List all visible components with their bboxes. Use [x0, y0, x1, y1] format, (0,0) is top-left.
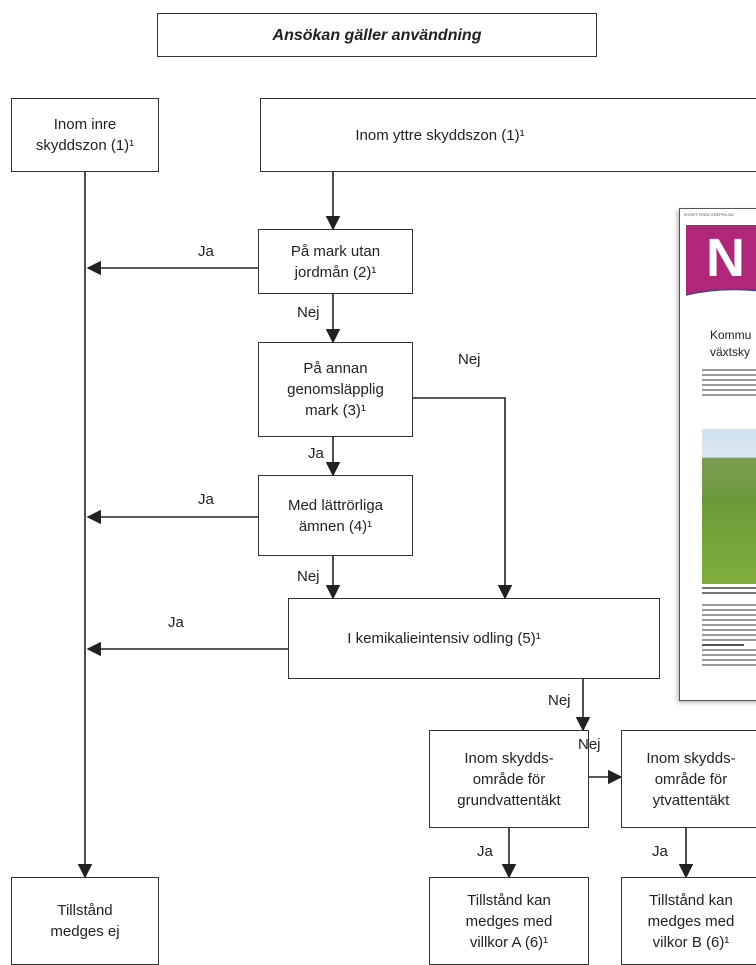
- newsletter-banner: N: [686, 225, 756, 299]
- label-soil-no: Nej: [297, 304, 320, 321]
- permit-b-box: Tillstånd kan medges med vilkor B (6)¹: [621, 877, 756, 965]
- permeable-box: På annan genomsläpplig mark (3)¹: [258, 342, 413, 437]
- groundwater-label: Inom skydds- område för grundvattentäkt: [457, 749, 561, 809]
- permit-a-label: Tillstånd kan medges med villkor A (6)¹: [465, 891, 553, 951]
- surfacewater-box: Inom skydds- område för ytvattentäkt: [621, 730, 756, 828]
- surfacewater-label: Inom skydds- område för ytvattentäkt: [646, 749, 736, 809]
- inner-zone-box: Inom inre skyddszon (1)¹: [11, 98, 159, 172]
- newsletter-kicker: NYHET FRÅN GREPPA.NU: [684, 212, 734, 217]
- soil-label: På mark utan jordmån (2)¹: [290, 242, 381, 281]
- label-mobile-yes: Ja: [198, 491, 214, 508]
- label-intensive-no: Nej: [548, 692, 571, 709]
- newsletter-logo: N: [706, 228, 745, 288]
- label-surfacewater-yes: Ja: [652, 843, 668, 860]
- permit-denied-box: Tillstånd medges ej: [11, 877, 159, 965]
- outer-zone-label: Inom yttre skyddszon (1)¹: [355, 126, 525, 144]
- newsletter-headline: Kommu växtsky: [710, 328, 752, 359]
- permeable-label: På annan genomsläpplig mark (3)¹: [287, 360, 384, 419]
- intensive-cultivation-label: I kemikalieintensiv odling (5)¹: [347, 630, 541, 647]
- intensive-cultivation-box: I kemikalieintensiv odling (5)¹: [288, 598, 660, 679]
- permit-a-box: Tillstånd kan medges med villkor A (6)¹: [429, 877, 589, 965]
- label-groundwater-yes: Ja: [477, 843, 493, 860]
- label-permeable-yes: Ja: [308, 445, 324, 462]
- label-intensive-yes: Ja: [168, 614, 184, 631]
- groundwater-box: Inom skydds- område för grundvattentäkt: [429, 730, 589, 828]
- field-photo: [702, 429, 756, 584]
- title-box: Ansökan gäller användning: [157, 13, 597, 57]
- newsletter-body-text: [702, 604, 756, 669]
- swoosh-icon: [686, 288, 756, 299]
- newsletter-intro-text: [702, 369, 756, 399]
- soil-box: På mark utan jordmån (2)¹: [258, 229, 413, 294]
- label-permeable-no: Nej: [458, 351, 481, 368]
- label-mobile-no: Nej: [297, 568, 320, 585]
- permit-b-label: Tillstånd kan medges med vilkor B (6)¹: [647, 891, 735, 951]
- outer-zone-box: Inom yttre skyddszon (1)¹: [260, 98, 756, 172]
- title-text: Ansökan gäller användning: [272, 26, 482, 44]
- photo-caption: [702, 587, 756, 597]
- label-groundwater-no: Nej: [578, 736, 601, 753]
- mobile-substances-box: Med lättrörliga ämnen (4)¹: [258, 475, 413, 556]
- arrow-permeable-no: [412, 397, 513, 600]
- mobile-substances-label: Med lättrörliga ämnen (4)¹: [287, 496, 384, 535]
- permit-denied-label: Tillstånd medges ej: [50, 902, 120, 940]
- label-soil-yes: Ja: [198, 243, 214, 260]
- inner-zone-label: Inom inre skyddszon (1)¹: [35, 116, 135, 154]
- newsletter-clipping: NYHET FRÅN GREPPA.NU N Kommu växtsky: [679, 208, 756, 701]
